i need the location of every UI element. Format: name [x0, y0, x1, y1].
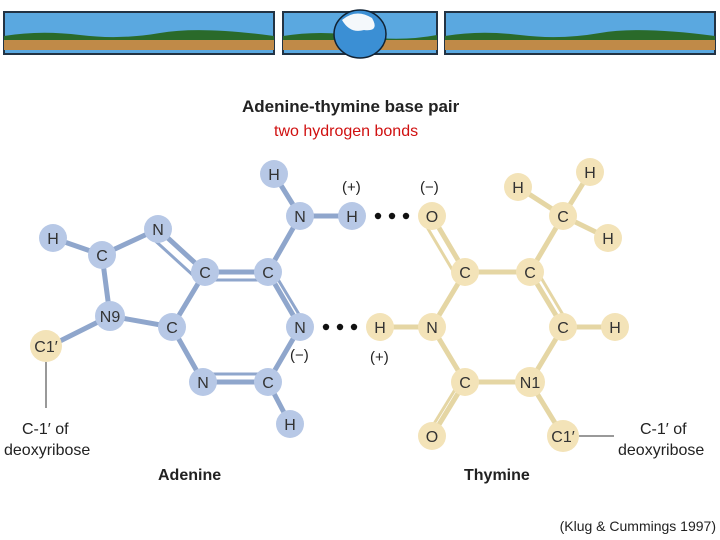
- atom-n: N: [418, 313, 446, 341]
- atom-h: H: [504, 173, 532, 201]
- banner-panel-right: [444, 11, 716, 55]
- svg-text:C1′: C1′: [551, 429, 574, 446]
- banner-globe: [282, 9, 438, 59]
- atom-n: N: [189, 368, 217, 396]
- thymine-sugar-label-line2: deoxyribose: [618, 442, 704, 459]
- svg-text:H: H: [284, 417, 296, 434]
- adenine-sugar-label-line1: C-1′ of: [22, 421, 69, 438]
- svg-text:C: C: [166, 320, 178, 337]
- atom-c: C: [451, 368, 479, 396]
- atom-h: H: [594, 224, 622, 252]
- atom-h: H: [366, 313, 394, 341]
- adenine-double-bonds: [148, 234, 308, 376]
- atom-h: H: [576, 158, 604, 186]
- atom-n: N: [286, 202, 314, 230]
- atom-n: N: [144, 215, 172, 243]
- atom-c: C: [158, 313, 186, 341]
- svg-text:C: C: [557, 320, 569, 337]
- atom-c: C: [191, 258, 219, 286]
- atom-c: C: [451, 258, 479, 286]
- svg-text:N: N: [426, 320, 438, 337]
- svg-text:C: C: [459, 265, 471, 282]
- thymine-sugar-label-line1: C-1′ of: [640, 421, 687, 438]
- atom-h: H: [39, 224, 67, 252]
- banner-panel-left: [3, 11, 275, 55]
- diagram-title: Adenine-thymine base pair: [242, 97, 460, 116]
- hydrogen-bonds: [322, 212, 410, 331]
- header-banner: [3, 9, 716, 59]
- citation: (Klug & Cummings 1997): [559, 518, 716, 534]
- atom-n: N: [286, 313, 314, 341]
- adenine-name: Adenine: [158, 467, 221, 484]
- atom-n9: N9: [95, 301, 125, 331]
- svg-text:C: C: [262, 375, 274, 392]
- svg-text:C1′: C1′: [34, 339, 57, 356]
- svg-text:H: H: [374, 320, 386, 337]
- atom-c: C: [549, 202, 577, 230]
- svg-text:H: H: [268, 167, 280, 184]
- svg-text:N: N: [294, 209, 306, 226]
- svg-text:C: C: [524, 265, 536, 282]
- atom-c1-prime: C1′: [30, 330, 62, 362]
- atom-c: C: [254, 368, 282, 396]
- thymine-bonds: [377, 169, 618, 439]
- thymine-atoms: O H C H H C C N H C H C N1 O C1′: [366, 158, 629, 452]
- atom-n1: N1: [515, 367, 545, 397]
- atom-h: H: [338, 202, 366, 230]
- svg-text:H: H: [602, 231, 614, 248]
- svg-text:C: C: [459, 375, 471, 392]
- svg-text:N9: N9: [100, 309, 121, 326]
- svg-text:N: N: [197, 375, 209, 392]
- svg-text:N1: N1: [520, 375, 541, 392]
- svg-text:H: H: [346, 209, 358, 226]
- svg-text:N: N: [294, 320, 306, 337]
- charge-label: (+): [342, 179, 361, 196]
- atom-c: C: [516, 258, 544, 286]
- charge-label: (−): [420, 179, 439, 196]
- atom-h: H: [276, 410, 304, 438]
- atom-c: C: [549, 313, 577, 341]
- charge-label: (+): [370, 349, 389, 366]
- svg-text:C: C: [262, 265, 274, 282]
- atom-o: O: [418, 202, 446, 230]
- atom-c: C: [88, 241, 116, 269]
- adenine-sugar-label-line2: deoxyribose: [4, 442, 90, 459]
- adenine-atoms: H N H H C N C C N9 C N N C H C1′: [30, 160, 366, 438]
- svg-text:H: H: [584, 165, 596, 182]
- atom-o: O: [418, 422, 446, 450]
- svg-text:O: O: [426, 209, 438, 226]
- svg-text:O: O: [426, 429, 438, 446]
- svg-text:C: C: [96, 248, 108, 265]
- atom-c1-prime: C1′: [547, 420, 579, 452]
- atom-h: H: [260, 160, 288, 188]
- thymine-name: Thymine: [464, 467, 530, 484]
- charge-label: (−): [290, 347, 309, 364]
- diagram-subtitle: two hydrogen bonds: [274, 123, 418, 140]
- svg-text:C: C: [199, 265, 211, 282]
- svg-text:N: N: [152, 222, 164, 239]
- svg-text:H: H: [47, 231, 59, 248]
- atom-c: C: [254, 258, 282, 286]
- svg-text:C: C: [557, 209, 569, 226]
- svg-text:H: H: [512, 180, 524, 197]
- atom-h: H: [601, 313, 629, 341]
- svg-text:H: H: [609, 320, 621, 337]
